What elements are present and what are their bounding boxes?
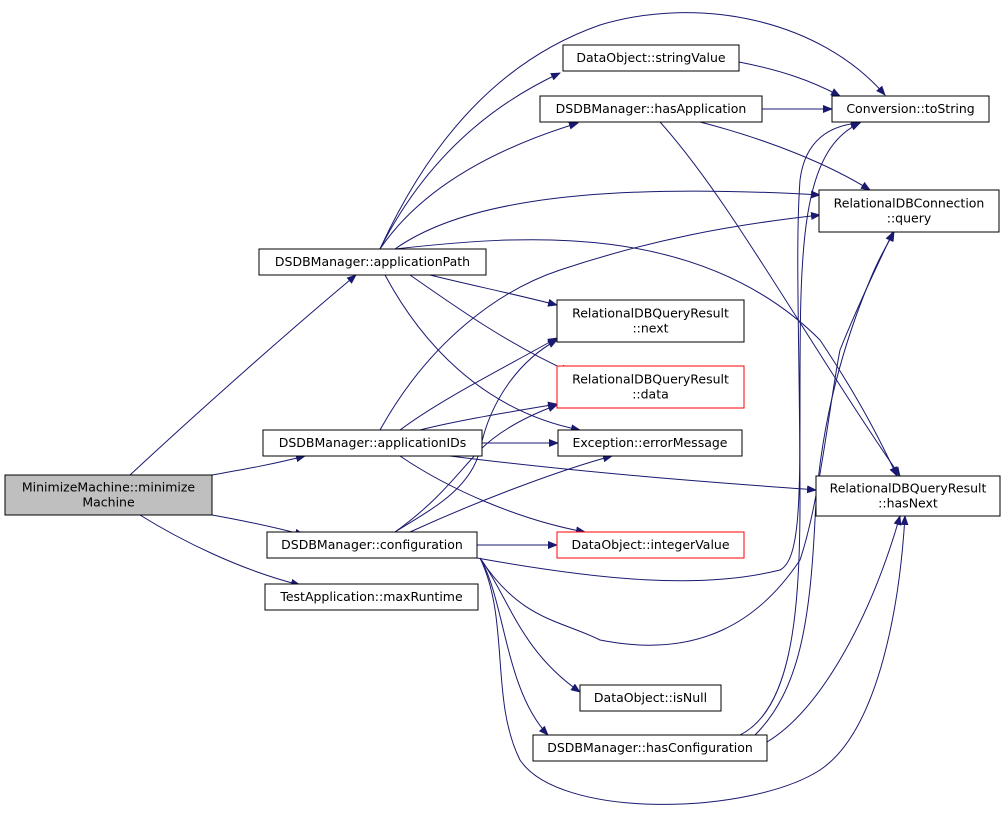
node-box (562, 44, 740, 72)
node-label: MinimizeMachine::minimize (22, 480, 196, 495)
edge-stringValue-to-toString (738, 61, 841, 97)
edge-minimize-to-maxRuntime (139, 514, 301, 587)
node-config[interactable]: DSDBManager::configuration (266, 531, 478, 559)
edge-config-to-query (479, 231, 894, 646)
node-box (532, 734, 768, 762)
node-appIDs[interactable]: DSDBManager::applicationIDs (262, 429, 483, 457)
node-label: DataObject::isNull (594, 690, 707, 705)
node-label: RelationalDBQueryResult (830, 481, 987, 496)
edge-hasConfig-to-query (754, 231, 895, 736)
edge-appPath-to-hasNext (394, 239, 898, 477)
edge-hasConfig-to-toString (739, 119, 861, 736)
node-toString[interactable]: Conversion::toString (831, 95, 990, 123)
edge-config-to-isNull (479, 557, 581, 693)
node-label: Conversion::toString (846, 101, 974, 116)
edge-hasApp-to-query (699, 121, 871, 191)
node-appPath[interactable]: DSDBManager::applicationPath (258, 248, 487, 276)
edge-appIDs-to-data (419, 401, 558, 431)
node-box (579, 684, 722, 712)
node-box (556, 365, 745, 409)
edge-appIDs-to-hasNext (449, 455, 817, 494)
node-label: ::next (632, 321, 668, 336)
edge-config-to-hasNext (479, 515, 909, 805)
node-errorMessage[interactable]: Exception::errorMessage (557, 429, 743, 457)
edge-appPath-to-errorMessage (384, 274, 581, 433)
node-hasNext[interactable]: RelationalDBQueryResult::hasNext (815, 475, 1001, 517)
node-label: RelationalDBQueryResult (572, 306, 729, 321)
node-box (557, 429, 743, 457)
node-box (815, 475, 1001, 517)
node-box (818, 189, 1000, 233)
node-label: Exception::errorMessage (573, 435, 728, 450)
node-label: DataObject::integerValue (571, 537, 729, 552)
node-label: TestApplication::maxRuntime (279, 589, 463, 604)
node-box (831, 95, 990, 123)
node-label: RelationalDBQueryResult (572, 372, 729, 387)
node-hasConfig[interactable]: DSDBManager::hasConfiguration (532, 734, 768, 762)
edge-appPath-to-data (409, 274, 571, 373)
node-query[interactable]: RelationalDBConnection::query (818, 189, 1000, 233)
edge-config-to-toString (476, 122, 861, 582)
node-box (4, 474, 213, 516)
node-box (258, 248, 487, 276)
node-box (556, 299, 745, 343)
edge-hasConfig-to-hasNext (766, 515, 902, 743)
node-data[interactable]: RelationalDBQueryResult::data (556, 365, 745, 409)
node-integerValue[interactable]: DataObject::integerValue (556, 531, 745, 559)
node-label: DSDBManager::applicationIDs (279, 435, 467, 450)
node-label: Machine (82, 495, 135, 510)
node-box (262, 429, 483, 457)
node-maxRuntime[interactable]: TestApplication::maxRuntime (264, 583, 479, 611)
node-stringValue[interactable]: DataObject::stringValue (562, 44, 740, 72)
call-nodes: MinimizeMachine::minimizeMachineDSDBMana… (4, 44, 1001, 762)
edge-appPath-to-next (429, 274, 558, 307)
node-box (264, 583, 479, 611)
node-isNull[interactable]: DataObject::isNull (579, 684, 722, 712)
edge-config-to-errorMessage (409, 454, 613, 533)
edge-appPath-to-hasApp (379, 121, 579, 250)
node-label: DSDBManager::applicationPath (275, 254, 470, 269)
edge-config-to-hasConfig (479, 557, 549, 736)
node-label: ::hasNext (878, 496, 938, 511)
call-edges (129, 12, 909, 805)
edge-minimize-to-appIDs (211, 454, 306, 476)
node-label: ::data (632, 387, 669, 402)
node-label: DSDBManager::configuration (281, 537, 463, 552)
node-label: ::query (887, 211, 932, 226)
node-hasApp[interactable]: DSDBManager::hasApplication (539, 95, 763, 123)
edge-appIDs-to-integerValue (399, 455, 586, 535)
edge-appIDs-to-query (379, 212, 821, 431)
node-label: DSDBManager::hasConfiguration (547, 740, 753, 755)
edge-appPath-to-query (394, 190, 821, 250)
edge-minimize-to-appPath (129, 274, 357, 476)
node-next[interactable]: RelationalDBQueryResult::next (556, 299, 745, 343)
node-label: RelationalDBConnection (834, 196, 985, 211)
node-box (556, 531, 745, 559)
edge-appPath-to-stringValue (379, 72, 561, 250)
node-label: DataObject::stringValue (576, 50, 725, 65)
edge-appIDs-to-next (399, 337, 558, 431)
edge-appPath-to-toString (379, 12, 886, 250)
edge-hasApp-to-hasNext (659, 121, 901, 477)
node-label: DSDBManager::hasApplication (556, 101, 747, 116)
node-box (266, 531, 478, 559)
node-box (539, 95, 763, 123)
